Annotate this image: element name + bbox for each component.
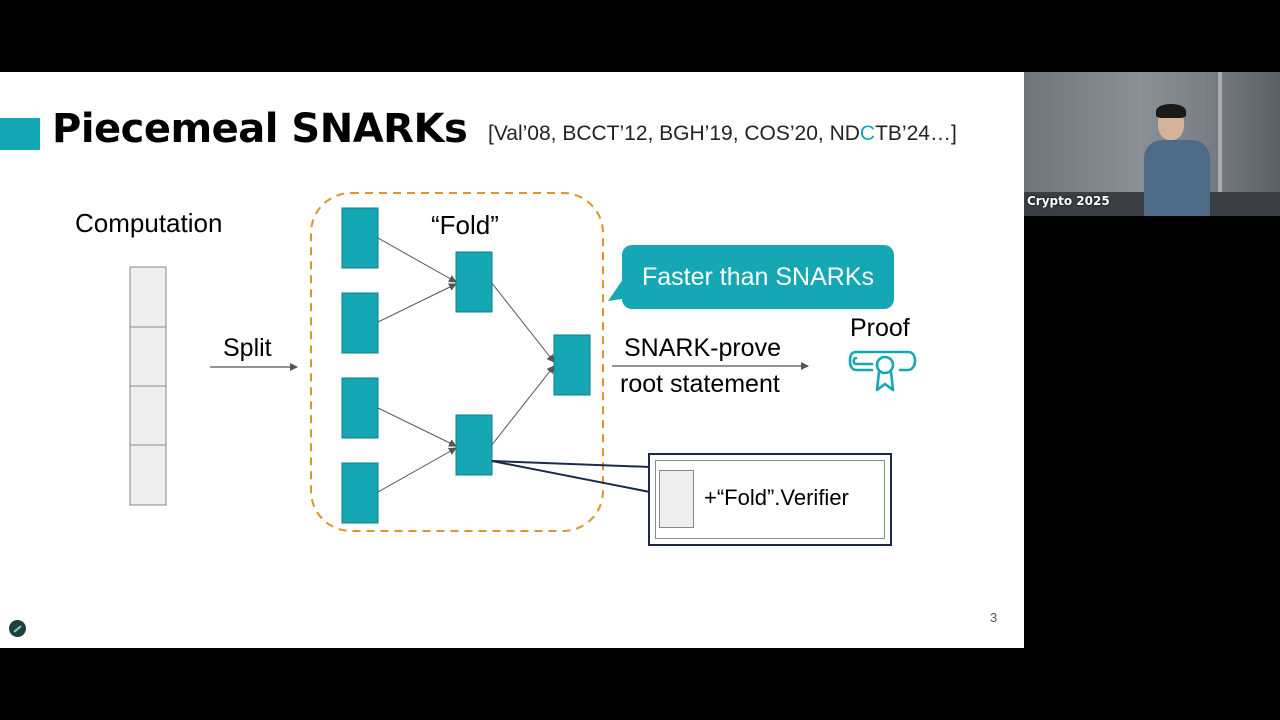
slide: Piecemeal SNARKs [Val’08, BCCT’12, BGH’1… xyxy=(0,72,1024,648)
leaf-node xyxy=(341,462,379,524)
references-highlight: C xyxy=(859,122,876,145)
verifier-connector xyxy=(491,460,651,468)
leaf-nodes xyxy=(341,207,379,524)
certificate-icon xyxy=(848,350,917,392)
verifier-inner-frame xyxy=(655,460,885,539)
computation-cell xyxy=(129,444,167,506)
root-node xyxy=(553,334,591,396)
webcam-feed: Crypto 2025 xyxy=(1024,72,1280,216)
presentation-logo-icon xyxy=(9,620,26,637)
computation-cell xyxy=(129,266,167,328)
verifier-text: +“Fold”.Verifier xyxy=(704,485,849,510)
computation-column xyxy=(129,266,167,506)
prove-label-line-2: root statement xyxy=(620,370,780,398)
webcam-caption: Crypto 2025 xyxy=(1027,194,1110,208)
verifier-cell xyxy=(659,470,694,528)
computation-label: Computation xyxy=(75,208,223,238)
verifier-box: +“Fold”.Verifier xyxy=(648,453,892,546)
prove-label-line-1: SNARK-prove xyxy=(624,334,781,362)
references-part-1: [Val’08, BCCT’12, BGH’19, COS’20, ND xyxy=(488,122,860,145)
computation-cell xyxy=(129,385,167,446)
references-part-2: TB’24…] xyxy=(875,122,957,145)
presenter-hair xyxy=(1156,104,1186,118)
middle-node xyxy=(455,251,493,313)
fold-label: “Fold” xyxy=(431,210,499,240)
fold-edges xyxy=(377,237,555,493)
split-label: Split xyxy=(223,334,272,362)
title-accent-bar xyxy=(0,118,40,150)
proof-label: Proof xyxy=(850,314,910,342)
webcam-pole xyxy=(1218,72,1222,216)
leaf-node xyxy=(341,207,379,269)
fold-region xyxy=(310,192,604,532)
computation-cell xyxy=(129,326,167,387)
slide-title: Piecemeal SNARKs xyxy=(52,106,468,152)
references: [Val’08, BCCT’12, BGH’19, COS’20, NDCTB’… xyxy=(488,122,957,146)
verifier-connector xyxy=(491,460,651,493)
page-number: 3 xyxy=(990,610,998,625)
speech-bubble: Faster than SNARKs xyxy=(622,245,894,309)
fold-diagram xyxy=(129,192,917,532)
leaf-node xyxy=(341,292,379,354)
presenter-body xyxy=(1144,140,1210,216)
middle-node xyxy=(455,414,493,476)
leaf-node xyxy=(341,377,379,439)
